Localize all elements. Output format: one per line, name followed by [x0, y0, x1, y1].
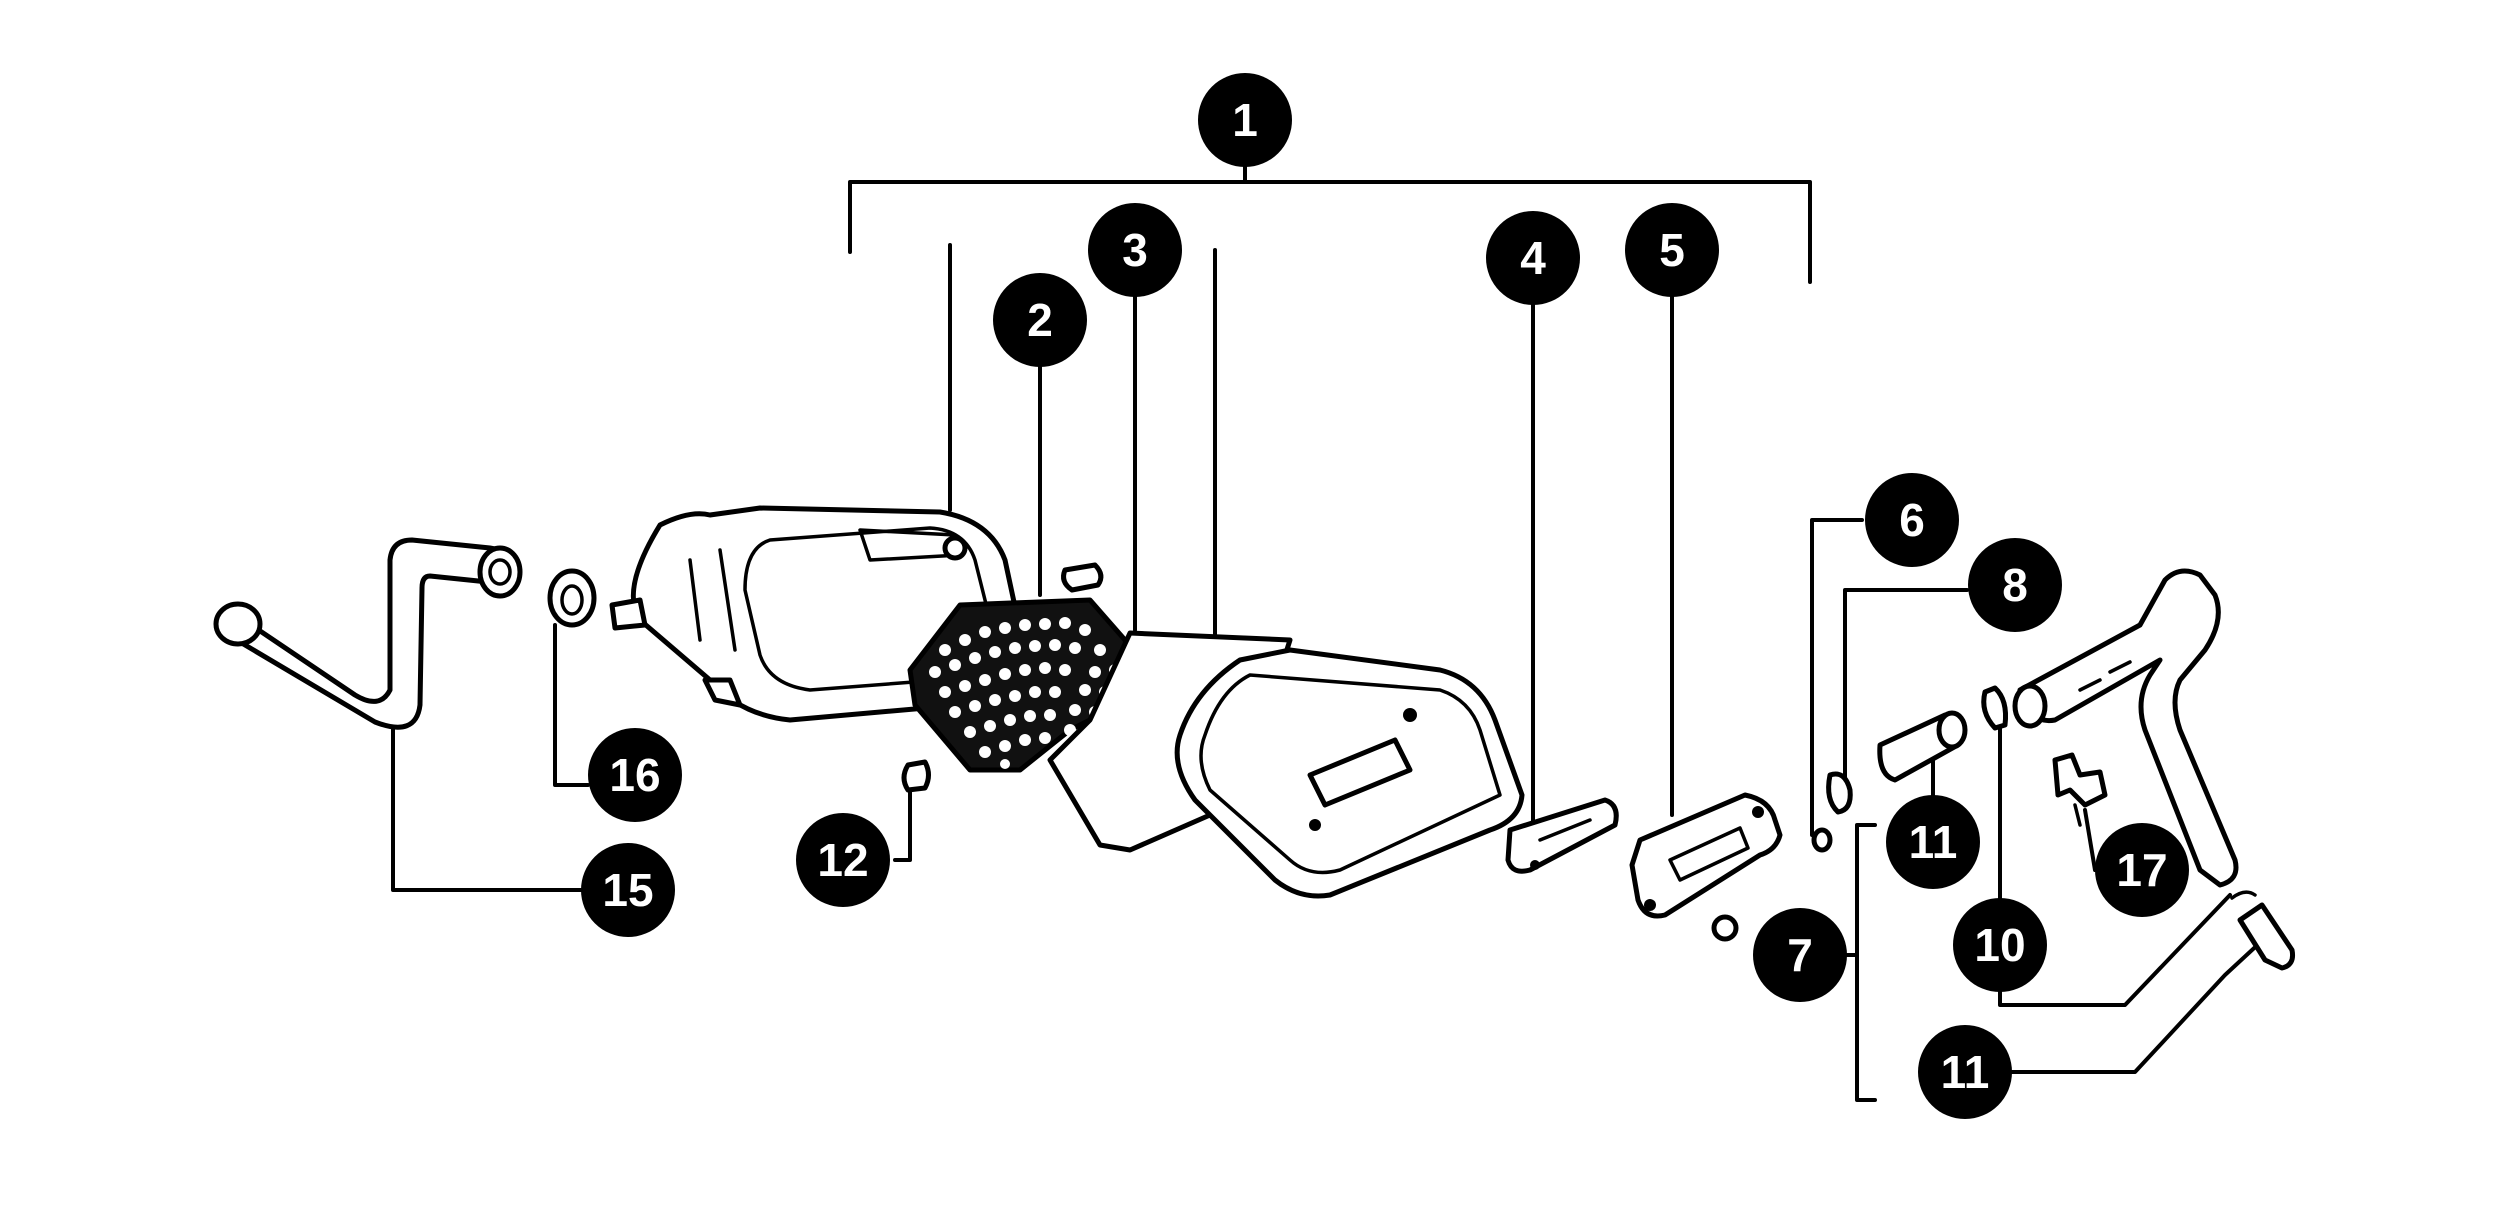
- callout-1: 1: [1198, 73, 1292, 167]
- callout-8: 8: [1968, 538, 2062, 632]
- callout-8-label: 8: [2002, 559, 2028, 611]
- callout-10: 10: [1953, 898, 2047, 992]
- callout-7: 7: [1753, 908, 1847, 1002]
- callout-10-label: 10: [1974, 919, 2025, 971]
- part-11b-tube: [2230, 890, 2295, 971]
- leader-lines: [391, 150, 2267, 1102]
- part-12-nut: [901, 759, 931, 793]
- callout-17: 17: [2095, 823, 2189, 917]
- callout-2: 2: [993, 273, 1087, 367]
- part-17-fitting: [2052, 752, 2108, 827]
- part-right-pipe: [2012, 568, 2239, 888]
- part-4-plate: [1505, 797, 1619, 874]
- callout-15-label: 15: [602, 864, 653, 916]
- part-8-clip: [1826, 771, 1853, 815]
- leader-line-12: [893, 788, 912, 862]
- leader-line-17: [2083, 808, 2097, 872]
- callout-11a-label: 11: [1909, 816, 1958, 868]
- callout-15: 15: [581, 843, 675, 937]
- part-clip: [1061, 562, 1104, 593]
- callouts: 1 2 3 4 5 6 8 11: [581, 73, 2189, 1119]
- callout-17-label: 17: [2116, 844, 2167, 896]
- part-5-bracket: [1629, 792, 1783, 942]
- callout-6: 6: [1865, 473, 1959, 567]
- callout-12-label: 12: [817, 834, 868, 886]
- callout-7-label: 7: [1787, 929, 1813, 981]
- leader-line-10: [1998, 718, 2232, 1007]
- leader-line-15: [391, 713, 584, 892]
- callout-16-label: 16: [609, 749, 660, 801]
- callout-3-label: 3: [1122, 224, 1148, 276]
- callout-3: 3: [1088, 203, 1182, 297]
- callout-6-label: 6: [1899, 494, 1925, 546]
- part-16-ring: [547, 568, 597, 628]
- part-15-pipe: [213, 537, 523, 730]
- part-6-washer: [1811, 827, 1833, 853]
- leader-line-6: [1810, 518, 1864, 837]
- callout-2-label: 2: [1027, 294, 1053, 346]
- callout-4-label: 4: [1520, 232, 1546, 284]
- leader-line-8: [1843, 588, 1969, 787]
- leader-line-11b: [2010, 936, 2267, 1074]
- leader-line-16: [553, 623, 590, 787]
- part-2-mesh-screen: [907, 597, 1143, 773]
- part-10-clip: [1981, 685, 2008, 731]
- callout-12: 12: [796, 813, 890, 907]
- callout-5: 5: [1625, 203, 1719, 297]
- part-cover: [1174, 647, 1525, 899]
- callout-5-label: 5: [1659, 224, 1685, 276]
- callout-11a: 11: [1886, 795, 1980, 889]
- part-11a-tube: [1877, 710, 1968, 783]
- callout-16: 16: [588, 728, 682, 822]
- callout-4: 4: [1486, 211, 1580, 305]
- callout-11b-label: 11: [1941, 1046, 1990, 1098]
- callout-1-label: 1: [1232, 94, 1258, 146]
- callout-11b: 11: [1918, 1025, 2012, 1119]
